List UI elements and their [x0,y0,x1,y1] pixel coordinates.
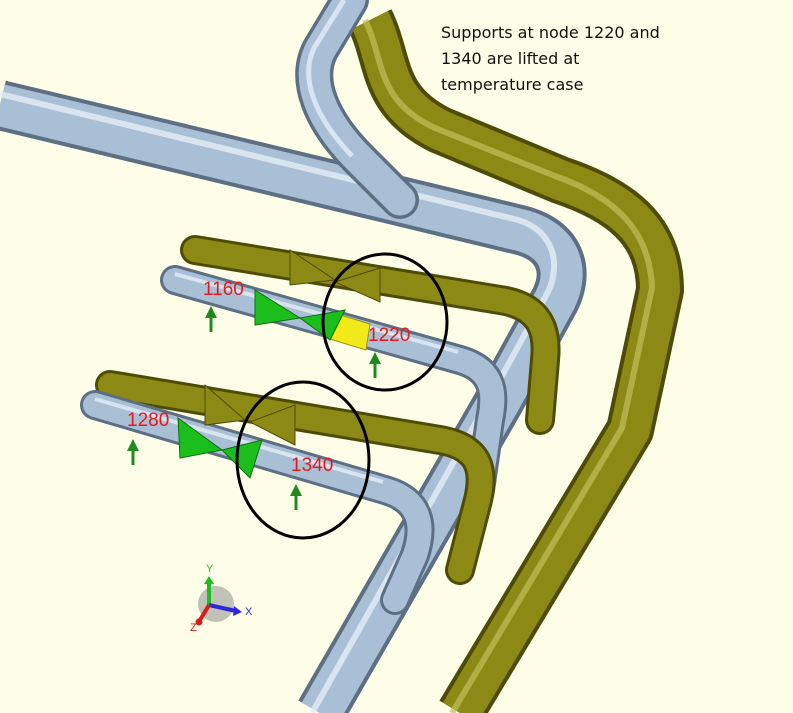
olive-arrow-upper [289,249,381,303]
node-label-1280: 1280 [127,410,169,431]
node-label-1160: 1160 [203,279,244,300]
z-axis-label: Z [190,622,197,634]
axis-triad: Y X Z [190,563,253,634]
blue-main-pipe [0,80,587,713]
annotation-line: Supports at node 1220 and [441,23,660,42]
circle-node-1220 [321,252,449,392]
olive-branch-upper [180,235,561,435]
annotation-note: Supports at node 1220 and 1340 are lifte… [441,20,741,98]
x-axis-label: X [245,606,253,618]
olive-branch-lower [95,370,496,585]
guide-restraint-1280 [177,416,263,479]
z-axis [198,603,211,622]
blue-riser-pipe [295,0,419,219]
node-label-1220: 1220 [368,325,410,346]
circle-node-1340 [235,380,371,540]
x-axis [208,603,237,613]
y-axis-label: Y [206,563,214,575]
olive-arrow-lower [204,383,296,446]
annotation-line: temperature case [441,75,584,94]
node-label-1340: 1340 [291,455,333,476]
annotation-line: 1340 are lifted at [441,49,580,68]
blue-branch-upper [160,265,508,505]
olive-main-pipe [348,9,684,713]
